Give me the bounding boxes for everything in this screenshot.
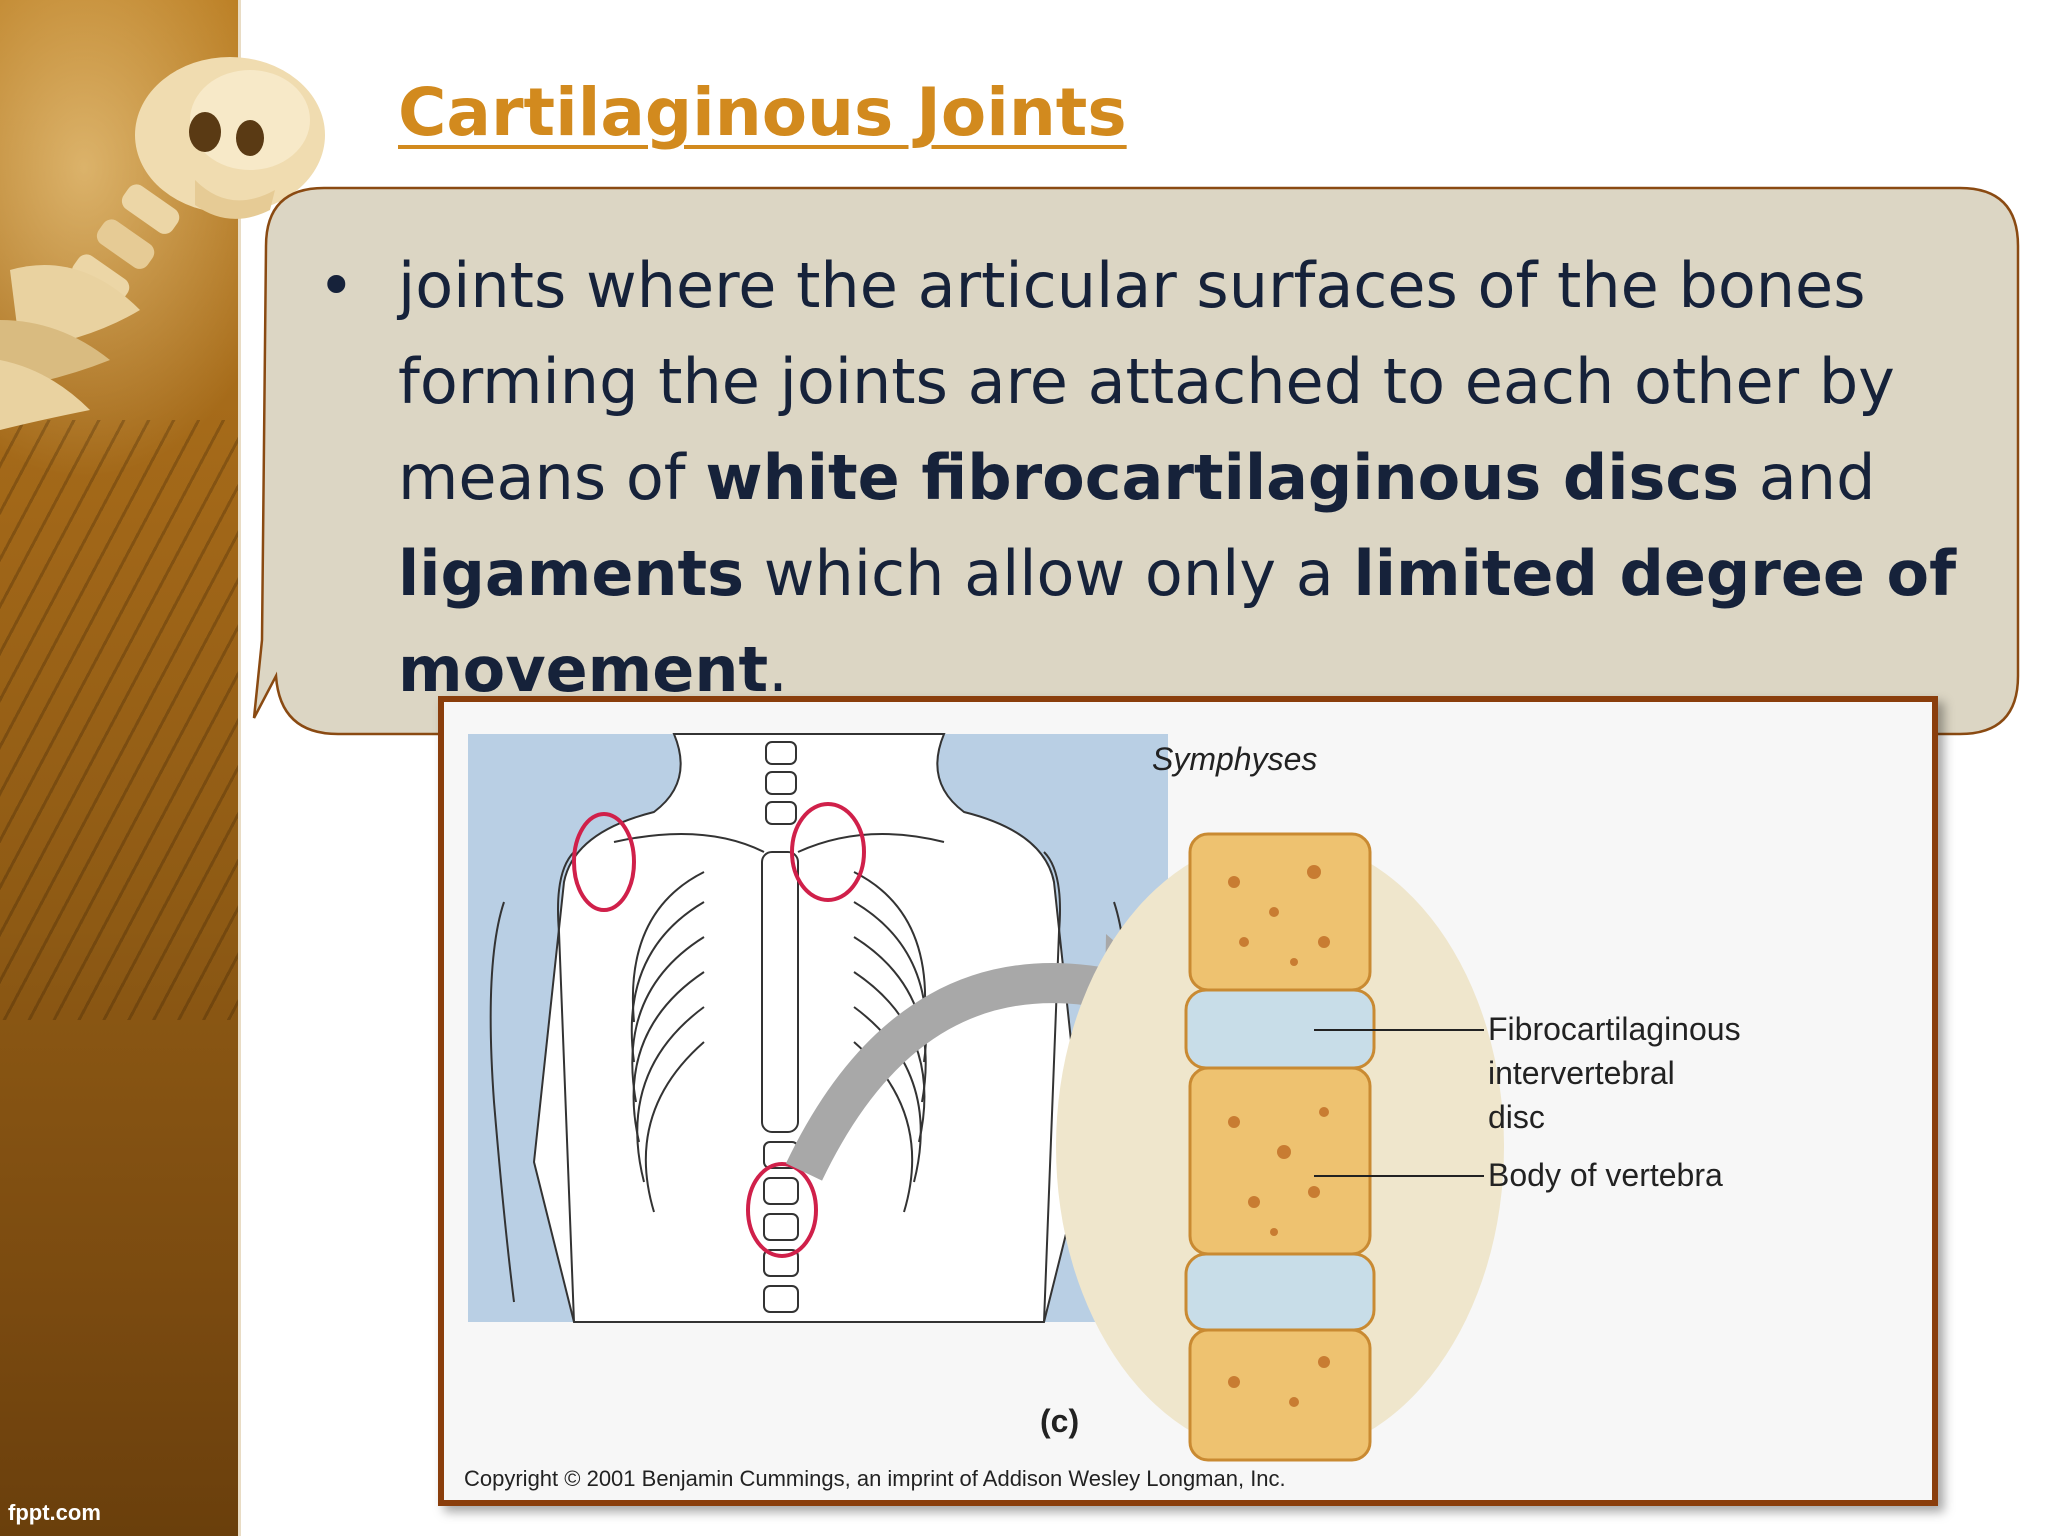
disc-label-line3: disc (1488, 1099, 1545, 1135)
page-title: Cartilaginous Joints (398, 74, 1127, 151)
joint-highlight-circles (572, 802, 866, 1258)
rib-cage-icon (613, 833, 945, 1213)
torso-skeleton-icon (489, 733, 1129, 1323)
copyright-note: Copyright © 2001 Benjamin Cummings, an i… (464, 1466, 1286, 1491)
bullet-marker: • (318, 249, 355, 322)
symphyses-label: Symphyses (1152, 741, 1317, 777)
skeleton-decoration-icon (0, 57, 325, 430)
vertebra-body-label: Body of vertebra (1488, 1157, 1723, 1193)
figure-frame: Symphyses Fibrocartilaginous interverteb… (438, 696, 1938, 1506)
panel-letter: (c) (1040, 1403, 1079, 1439)
cartilaginous-joint-figure: Symphyses Fibrocartilaginous interverteb… (444, 702, 1932, 1500)
book-page-texture (0, 420, 240, 1020)
disc-label-line2: intervertebral (1488, 1055, 1675, 1091)
arrow-icon (785, 963, 1129, 1181)
vertebral-column-icon (763, 741, 799, 1313)
bone-pores (1228, 865, 1330, 1407)
strip-divider (238, 0, 241, 1536)
footer-brand: fppt.com (8, 1500, 101, 1525)
bullet-text: joints where the articular surfaces of t… (398, 249, 1957, 706)
disc-label-line1: Fibrocartilaginous (1488, 1011, 1741, 1047)
